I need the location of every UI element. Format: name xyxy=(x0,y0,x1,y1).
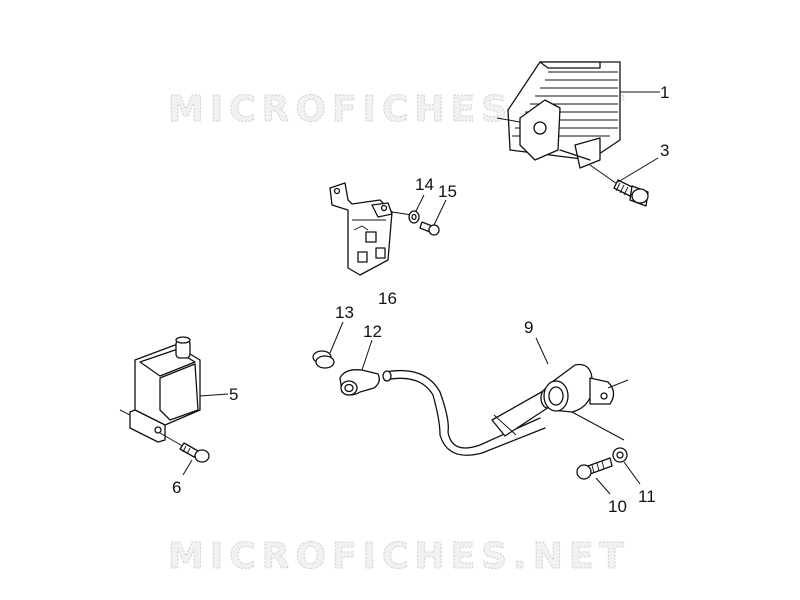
callout-3: 3 xyxy=(660,141,669,160)
part-ignition-module-5[interactable] xyxy=(119,336,229,443)
callout-5: 5 xyxy=(229,385,238,404)
part-cap-13[interactable] xyxy=(312,321,344,369)
part-washer-14[interactable] xyxy=(408,194,425,224)
part-bolt-10[interactable] xyxy=(576,457,613,495)
watermark-bottom: MICROFICHES.NET xyxy=(168,536,630,577)
callout-16: 16 xyxy=(378,289,397,308)
part-plug-cap-12[interactable] xyxy=(339,339,380,396)
callout-11: 11 xyxy=(638,487,656,506)
part-bracket-16[interactable] xyxy=(329,182,413,276)
callout-14: 14 xyxy=(415,175,434,194)
part-screw-15[interactable] xyxy=(419,199,447,236)
part-ignition-coil-9[interactable] xyxy=(491,337,629,441)
callout-13: 13 xyxy=(335,303,354,322)
callout-15: 15 xyxy=(438,182,457,201)
part-washer-11[interactable] xyxy=(612,447,641,485)
part-regulator-rectifier[interactable] xyxy=(496,61,621,169)
callout-12: 12 xyxy=(363,322,382,341)
callout-10: 10 xyxy=(608,497,627,516)
part-bolt-3[interactable] xyxy=(589,164,649,207)
part-screw-6[interactable] xyxy=(159,432,210,476)
callout-9: 9 xyxy=(524,318,533,337)
callout-1: 1 xyxy=(660,83,669,102)
callout-6: 6 xyxy=(172,478,181,497)
ignition-lead xyxy=(382,369,546,456)
